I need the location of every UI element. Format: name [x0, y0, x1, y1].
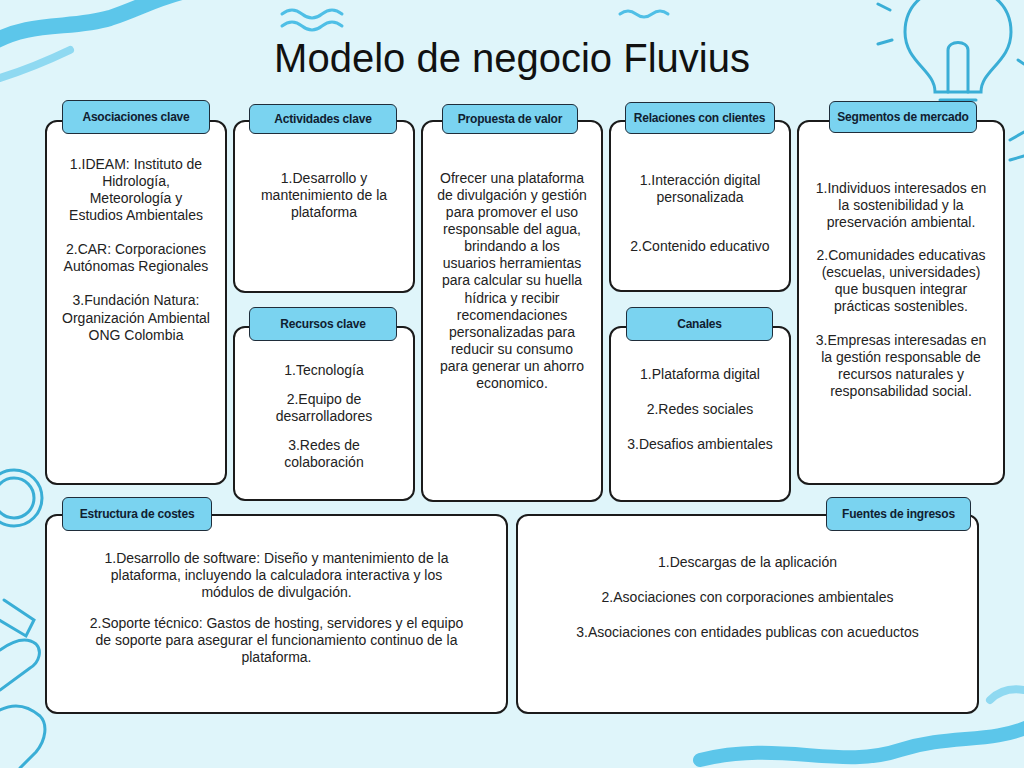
section-item: 1.IDEAM: Instituto de Hidrología, Meteor…	[61, 156, 211, 224]
section-body: 1.Plataforma digital 2.Redes sociales 3.De…	[623, 366, 777, 453]
section-item: 2.Asociaciones con corporaciones ambient…	[548, 589, 947, 606]
section-item: 1.Desarrollo de software: Diseño y mante…	[83, 550, 470, 601]
canvas-section: Actividades clave1.Desarrollo y mantenim…	[233, 120, 415, 293]
wave-line	[620, 11, 668, 17]
section-heading: Recursos clave	[280, 317, 365, 331]
canvas-section: Asociaciones clave1.IDEAM: Instituto de …	[45, 120, 227, 485]
hand-bottle-icon	[0, 600, 45, 768]
section-tab: Canales	[626, 307, 773, 341]
section-body: 1.Interacción digital personalizada 2.Con…	[623, 172, 777, 255]
wave-line	[282, 22, 342, 30]
section-heading: Segmentos de mercado	[837, 110, 968, 124]
section-body: 1.Desarrollo y mantenimiento de la plata…	[255, 170, 393, 221]
section-item: 3.Empresas interesadas en la gestión res…	[809, 332, 993, 400]
section-item: 3.Fundación Natura: Organización Ambient…	[61, 292, 211, 343]
section-heading: Relaciones con clientes	[634, 111, 765, 125]
section-item: 2.Soporte técnico: Gastos de hosting, se…	[83, 615, 470, 666]
section-tab: Actividades clave	[249, 104, 397, 134]
section-item: 3.Asociaciones con entidades publicas co…	[548, 624, 947, 641]
brush-stroke	[990, 689, 1024, 700]
section-item: 1.Interacción digital personalizada	[623, 172, 777, 206]
section-body: 1.Tecnología 2.Equipo de desarrolladores 3…	[249, 362, 399, 471]
wave-line	[282, 10, 342, 18]
section-heading: Fuentes de ingresos	[842, 507, 955, 521]
section-tab: Segmentos de mercado	[829, 101, 977, 133]
section-item: 3.Redes de colaboración	[249, 437, 399, 471]
section-item: 1.Plataforma digital	[623, 366, 777, 383]
brush-stroke	[0, 50, 70, 78]
section-item: 2.Contenido educativo	[623, 238, 777, 255]
canvas-section: Segmentos de mercado1.Individuos interes…	[797, 120, 1005, 485]
section-item: 1.Tecnología	[249, 362, 399, 379]
sparkle-lines	[1010, 132, 1024, 160]
lightbulb-icon	[878, 0, 1024, 108]
section-tab: Fuentes de ingresos	[826, 497, 971, 531]
brush-stroke	[0, 0, 190, 44]
section-tab: Estructura de costes	[62, 497, 212, 531]
diagram-title: Modelo de negocio Fluvius	[0, 36, 1024, 80]
section-body: 1.Descargas de la aplicación 2.Asociacion…	[548, 554, 947, 641]
section-body: 1.Individuos interesados en la sostenibi…	[809, 180, 993, 400]
canvas-section: Propuesta de valorOfrecer una plataforma…	[421, 120, 603, 502]
section-item: 2.CAR: Corporaciones Autónomas Regionale…	[61, 241, 211, 275]
section-heading: Canales	[677, 317, 722, 331]
canvas-section: Canales1.Plataforma digital2.Redes socia…	[609, 326, 791, 502]
section-heading: Propuesta de valor	[458, 112, 562, 126]
coin-icon	[0, 470, 42, 526]
brush-stroke	[700, 726, 1024, 760]
canvas-section: Fuentes de ingresos1.Descargas de la apl…	[516, 514, 979, 714]
section-body: 1.IDEAM: Instituto de Hidrología, Meteor…	[61, 156, 211, 344]
section-item: 2.Comunidades educativas (escuelas, univ…	[809, 247, 993, 315]
canvas-section: Recursos clave1.Tecnología2.Equipo de de…	[233, 326, 415, 501]
section-item: 1.Descargas de la aplicación	[548, 554, 947, 571]
section-item: 2.Redes sociales	[623, 401, 777, 418]
section-item: 2.Equipo de desarrolladores	[249, 391, 399, 425]
canvas-section: Relaciones con clientes1.Interacción dig…	[609, 120, 791, 292]
section-item: 1.Individuos interesados en la sostenibi…	[809, 180, 993, 231]
canvas-section: Estructura de costes1.Desarrollo de soft…	[45, 514, 508, 714]
section-item: 1.Desarrollo y mantenimiento de la plata…	[255, 170, 393, 221]
section-tab: Recursos clave	[249, 307, 397, 341]
section-tab: Relaciones con clientes	[625, 102, 775, 134]
section-body: Ofrecer una plataforma de divulgación y …	[437, 170, 587, 392]
section-item: Ofrecer una plataforma de divulgación y …	[437, 170, 587, 392]
section-heading: Asociaciones clave	[82, 110, 189, 124]
section-body: 1.Desarrollo de software: Diseño y mante…	[83, 550, 470, 666]
section-tab: Propuesta de valor	[442, 104, 578, 134]
section-tab: Asociaciones clave	[62, 100, 210, 134]
section-heading: Estructura de costes	[80, 507, 195, 521]
section-item: 3.Desafios ambientales	[623, 436, 777, 453]
section-heading: Actividades clave	[274, 112, 371, 126]
